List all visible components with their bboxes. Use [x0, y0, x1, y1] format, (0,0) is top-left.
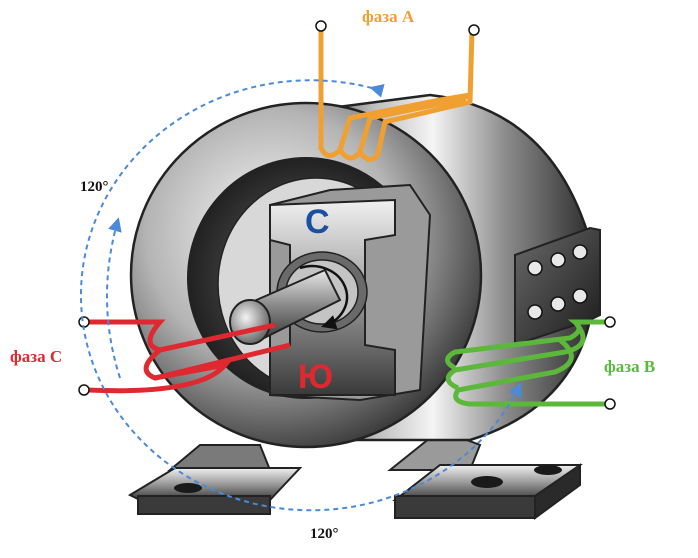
- phase-c-coil: [87, 319, 291, 394]
- angle-label-left: 120°: [80, 179, 109, 195]
- phase-b-terminal-bottom: [604, 398, 616, 410]
- phase-b-label: фаза В: [604, 357, 655, 376]
- terminal-bolt: [572, 288, 588, 304]
- terminal-bolt: [527, 304, 543, 320]
- terminal-bolt: [527, 260, 543, 276]
- phase-a-terminal-right: [468, 24, 480, 36]
- phase-a-terminal-left: [315, 20, 327, 32]
- phase-c-terminal-bottom: [78, 384, 90, 396]
- field-rotation-arc: [80, 79, 522, 512]
- phase-b-terminal-top: [604, 316, 616, 328]
- south-pole-label: Ю: [298, 358, 333, 396]
- angle-label-bottom: 120°: [310, 526, 339, 542]
- terminal-bolt: [572, 244, 588, 260]
- terminal-bolt: [550, 296, 566, 312]
- terminal-bolt: [550, 252, 566, 268]
- motor-feet: [127, 428, 583, 520]
- rotor-rotation-arrow: [299, 264, 349, 330]
- field-rotation-arc-left: [105, 217, 122, 379]
- phase-a-label: фаза А: [362, 7, 415, 26]
- north-pole-label: С: [305, 203, 330, 241]
- terminal-box: [514, 226, 601, 347]
- phase-c-label: фаза С: [10, 347, 62, 366]
